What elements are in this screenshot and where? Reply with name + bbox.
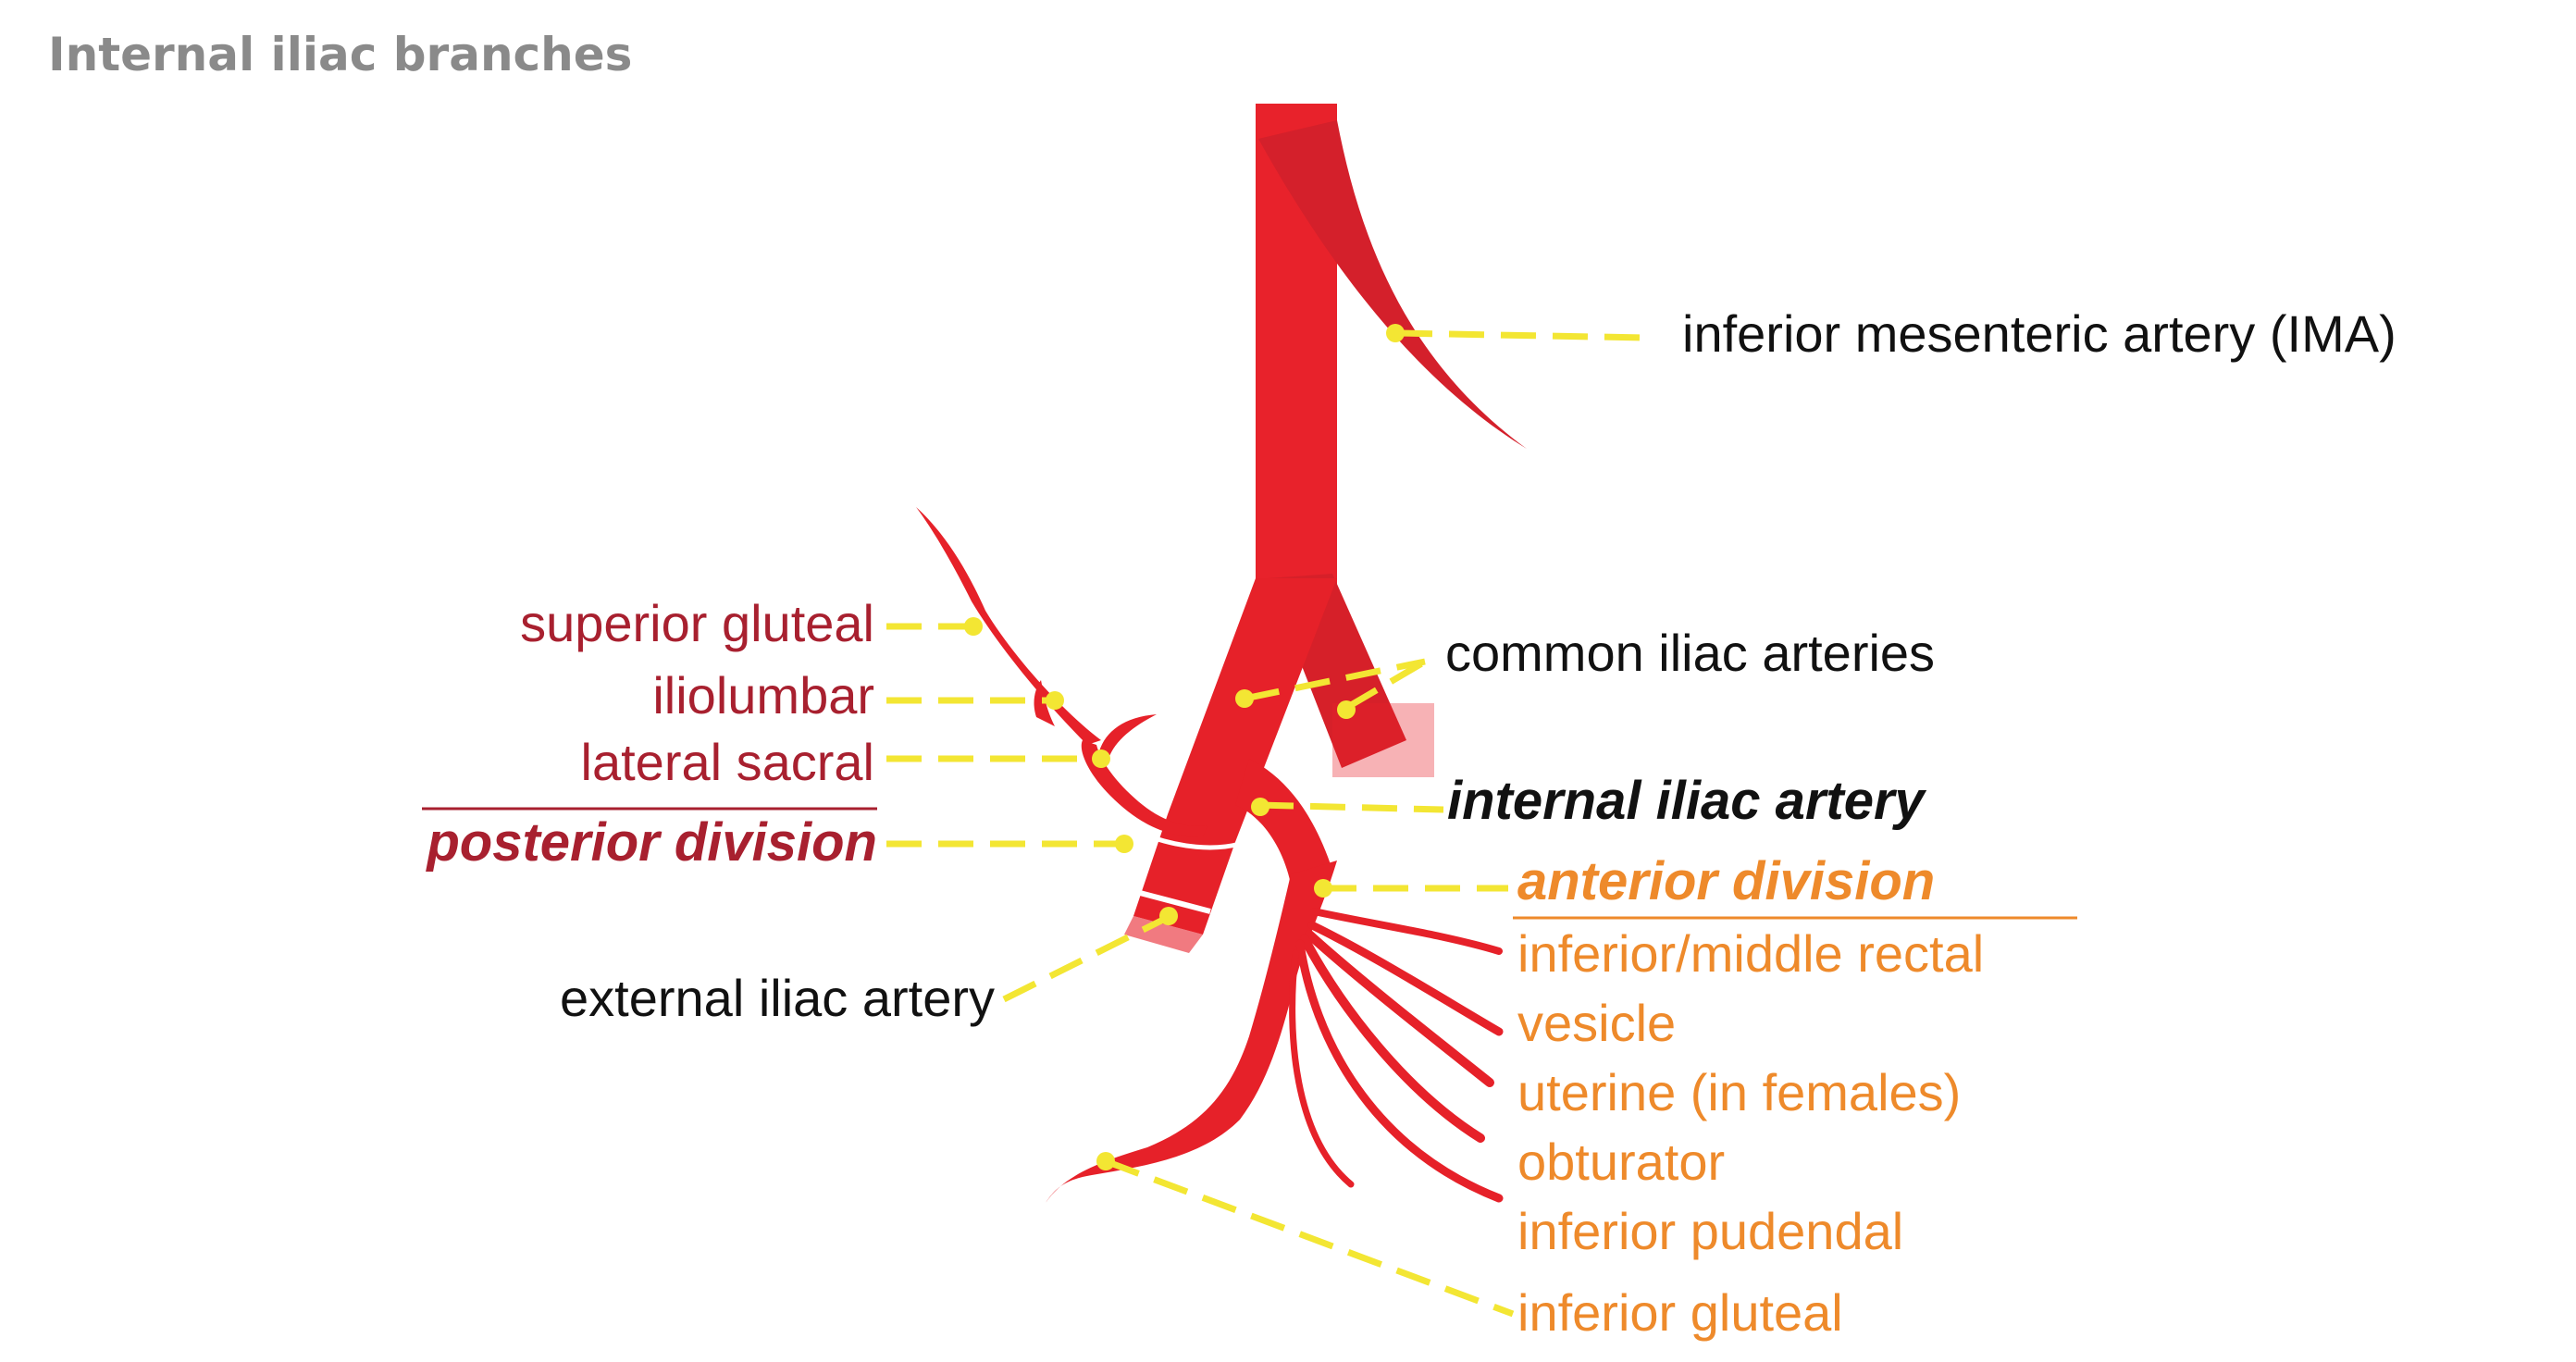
rectal-vessel xyxy=(1310,908,1503,955)
posterior-junction-band xyxy=(1151,835,1241,850)
label-posterior-division: posterior division xyxy=(425,812,877,873)
dot-ima xyxy=(1386,324,1405,342)
label-ima: inferior mesenteric artery (IMA) xyxy=(1682,304,2396,363)
dot-lateral-sacral xyxy=(1092,749,1110,768)
leader-internal-iliac xyxy=(1257,801,1444,813)
label-external-iliac: external iliac artery xyxy=(560,969,995,1027)
dot-posterior-division xyxy=(1115,835,1133,853)
ima-vessel xyxy=(1258,120,1527,449)
anterior-labels: anterior division inferior/middle rectal… xyxy=(1513,851,2077,1342)
dot-superior-gluteal xyxy=(964,617,983,636)
dot-common-iliac-a xyxy=(1235,689,1254,708)
leader-dots xyxy=(964,324,1405,1170)
obturator-vessel xyxy=(1300,935,1485,1143)
uterine-vessel xyxy=(1305,930,1494,1087)
posterior-division-vessel xyxy=(1081,740,1208,837)
leader-lines xyxy=(886,329,1648,1318)
label-inferior-pudendal: inferior pudendal xyxy=(1517,1202,1903,1260)
anterior-branches xyxy=(1289,908,1504,1203)
diagram-title: Internal iliac branches xyxy=(48,28,632,81)
pudendal-vessel xyxy=(1295,939,1504,1203)
dot-inferior-gluteal xyxy=(1096,1152,1115,1170)
label-inferior-gluteal: inferior gluteal xyxy=(1517,1283,1843,1342)
label-superior-gluteal: superior gluteal xyxy=(520,594,874,652)
dot-common-iliac-b xyxy=(1337,700,1356,719)
dot-anterior-division xyxy=(1314,879,1332,898)
vesicle-vessel xyxy=(1307,921,1504,1036)
label-anterior-division: anterior division xyxy=(1517,851,1935,911)
external-iliac-band xyxy=(1139,890,1211,914)
dot-external-iliac xyxy=(1159,907,1178,925)
label-uterine: uterine (in females) xyxy=(1517,1063,1961,1121)
dot-internal-iliac xyxy=(1251,798,1269,816)
superior-gluteal-vessel xyxy=(916,507,1101,745)
artery-tree xyxy=(916,104,1527,1203)
label-internal-iliac: internal iliac artery xyxy=(1447,771,1927,831)
label-obturator: obturator xyxy=(1517,1133,1725,1191)
leader-ima xyxy=(1396,329,1648,341)
internal-iliac-vessel xyxy=(1235,759,1332,884)
label-common-iliac: common iliac arteries xyxy=(1445,624,1935,682)
lateral-sacral-vessel xyxy=(1099,714,1157,759)
leader-external-iliac xyxy=(1002,912,1172,1003)
posterior-labels: superior gluteal iliolumbar lateral sacr… xyxy=(422,594,877,873)
label-lateral-sacral: lateral sacral xyxy=(581,733,874,791)
label-iliolumbar: iliolumbar xyxy=(652,666,874,724)
leader-common-iliac-b xyxy=(1344,658,1427,712)
label-inferior-middle-rectal: inferior/middle rectal xyxy=(1517,924,1984,983)
dot-iliolumbar xyxy=(1046,691,1064,710)
anterior-division-vessel xyxy=(1046,861,1337,1203)
external-iliac-vessel xyxy=(1124,916,1203,953)
inferior-gluteal-vessel xyxy=(1289,949,1355,1188)
leader-common-iliac-a xyxy=(1244,658,1426,702)
label-vesicle: vesicle xyxy=(1517,994,1676,1052)
leader-inferior-gluteal xyxy=(1104,1158,1515,1318)
